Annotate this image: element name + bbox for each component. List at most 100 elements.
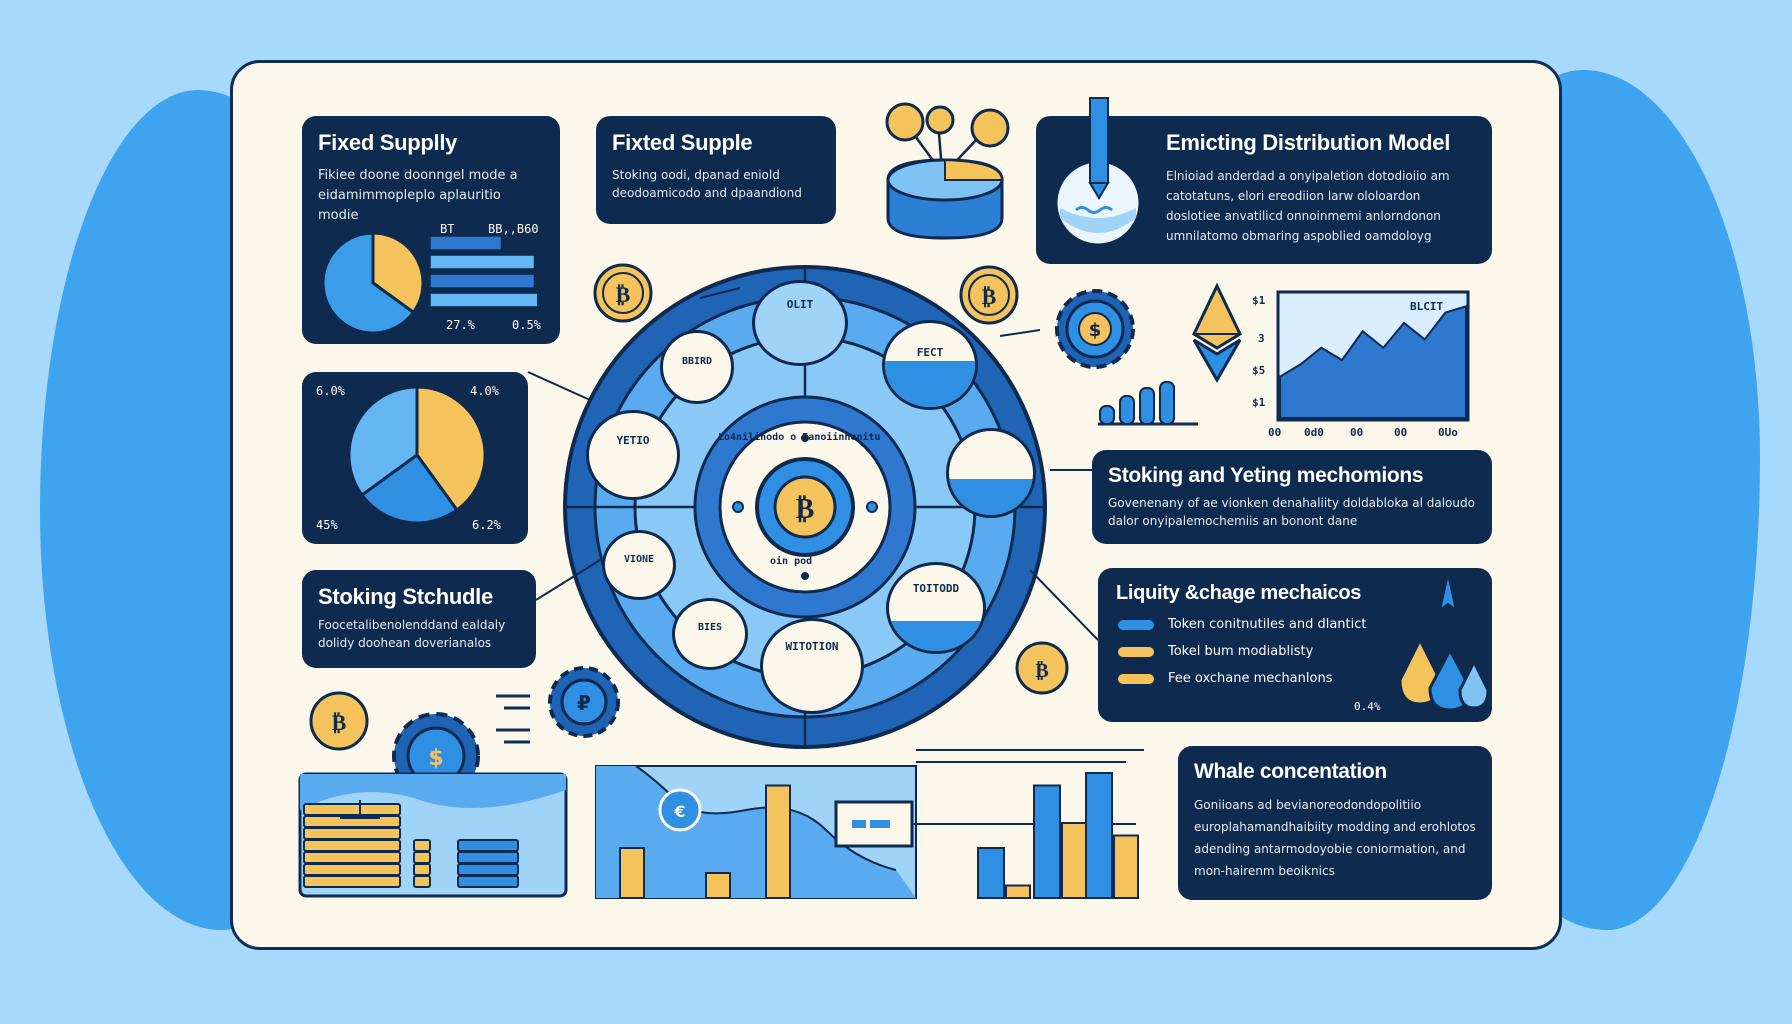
gear-dollar-icon: ₽ xyxy=(548,666,620,738)
mini-chart-x-tick: 0Uo xyxy=(1438,426,1458,439)
legend-swatch xyxy=(1116,671,1156,686)
pie-slice xyxy=(321,231,416,335)
mini-chart-x-tick: 0d0 xyxy=(1304,426,1324,439)
pie-slice xyxy=(359,452,460,525)
wheel-node-label: YETIO xyxy=(616,434,650,447)
mini-chart-x-tick: 00 xyxy=(1350,426,1364,439)
area-series xyxy=(1279,305,1467,419)
mini-chart-x-tick: 00 xyxy=(1394,426,1408,439)
mini-chart-y-tick: 3 xyxy=(1258,332,1265,345)
coin xyxy=(413,875,431,888)
wheel-node-vione: VIONE xyxy=(602,530,676,600)
bar-gold xyxy=(619,847,645,899)
pie-pct-bottom-right: 6.2% xyxy=(472,518,501,532)
stoking-schedule-title: Stoking Stchudle xyxy=(318,584,493,609)
pie-pct-top-right: 4.0% xyxy=(470,384,499,398)
hbar xyxy=(429,273,536,289)
pie-pct-bottom-left: 45% xyxy=(316,518,338,532)
svg-text:₽: ₽ xyxy=(577,691,591,715)
bar-gold xyxy=(765,784,791,899)
fixed-supply-text: Fikiee doone doonngel mode a eidamimmopl… xyxy=(318,168,518,223)
bar-gold xyxy=(1113,834,1139,899)
wheel-node-bies: BIES xyxy=(672,598,748,670)
fixed-supply-title: Fixed Supplly xyxy=(318,130,458,155)
coin xyxy=(413,851,431,864)
hbar xyxy=(429,292,539,308)
fixed-supply-bar-label-right: BB,,B60 xyxy=(488,222,539,236)
fixed-supply-bar-label-left: BT xyxy=(440,222,455,236)
bar-blue xyxy=(977,847,1005,899)
legend-swatch xyxy=(1116,617,1156,632)
liquidity-pct: 0.4% xyxy=(1354,700,1381,713)
wheel-node-label: FECT xyxy=(916,346,944,359)
coin xyxy=(303,863,401,876)
svg-text:₿: ₿ xyxy=(616,283,631,308)
wheel-node-bbird: BBIRD xyxy=(660,330,734,404)
wheel-node-label: TOITODD xyxy=(912,582,960,595)
coin xyxy=(457,863,519,876)
coin xyxy=(457,875,519,888)
liquidity-drops-icon xyxy=(1398,573,1490,712)
hbar xyxy=(429,254,536,270)
wheel-node-fill xyxy=(885,361,975,407)
wheel-node-right xyxy=(946,428,1036,518)
emicting-distribution-text: Elnioiad anderdad a onyipaletion dotodio… xyxy=(1166,169,1450,243)
staking-voting-text: Govenenany of ae vionken denahaliity dol… xyxy=(1108,496,1475,528)
token-split-icon xyxy=(885,102,1010,240)
coin xyxy=(303,875,401,888)
fixed-supply-hbars xyxy=(429,235,539,308)
fixed-supply-pct-right: 0.5% xyxy=(512,318,541,332)
wheel-node-toitodd: TOITODD xyxy=(886,562,986,654)
mini-chart-y-tick: $1 xyxy=(1252,294,1266,307)
pie-slice xyxy=(371,231,425,315)
coin xyxy=(303,827,401,840)
fixted-supple-text: Stoking oodi, dpanad eniold deodoamicodo… xyxy=(612,168,802,200)
coin xyxy=(303,803,401,816)
wheel-node-witotion: WITOTION xyxy=(760,618,864,714)
wheel-node-label: OLIT xyxy=(786,298,814,311)
hbar xyxy=(429,235,503,251)
coin xyxy=(303,851,401,864)
bar-gold xyxy=(1005,884,1031,899)
fixed-supply-pie xyxy=(321,231,425,335)
fixed-supply-pct-left: 27.% xyxy=(446,318,475,332)
mini-chart-x-tick: 00 xyxy=(1268,426,1282,439)
pie-slice xyxy=(415,385,487,513)
svg-text:₿: ₿ xyxy=(332,711,347,736)
wheel-node-label: VIONE xyxy=(623,554,655,565)
liquidity-item-label: Token conitnutiles and dlantict xyxy=(1168,617,1367,632)
whale-concentration-card: Whale concentation Goniioans ad bevianor… xyxy=(1178,746,1492,900)
pie-pct-top-left: 6.0% xyxy=(316,384,345,398)
wheel-node-label: BBIRD xyxy=(681,356,713,367)
svg-text:₿: ₿ xyxy=(796,492,815,525)
coin xyxy=(303,839,401,852)
wheel-center-bottom-text: oin pod xyxy=(770,556,813,567)
liquidity-item: Fee oxchane mechanlons xyxy=(1116,671,1476,686)
mini-chart-title: BLCIT xyxy=(1410,300,1444,313)
wheel-node-label: WITOTION xyxy=(785,640,839,653)
fixted-supple-title: Fixted Supple xyxy=(612,130,753,155)
ethereum-icon xyxy=(1192,282,1242,384)
emission-flask-icon xyxy=(1054,97,1142,247)
wheel-node-fill xyxy=(889,621,983,651)
pie-slice xyxy=(347,385,419,498)
wheel-node-yetio: YETIO xyxy=(586,410,680,500)
coin-stacks-panel xyxy=(298,772,568,898)
liquidity-item: Tokel bum modiablisty xyxy=(1116,644,1476,659)
coin xyxy=(457,839,519,852)
svg-text:€: € xyxy=(673,802,685,821)
bitcoin-coin-icon: ₿ xyxy=(959,265,1019,325)
wheel-center-ring-text: Lo4nilinodo o Ianoiinnonitu xyxy=(718,432,881,443)
legend-swatch xyxy=(1116,644,1156,659)
coin xyxy=(413,839,431,852)
liquidity-item-label: Tokel bum modiablisty xyxy=(1168,644,1314,659)
mini-chart-y-tick: $5 xyxy=(1252,364,1266,377)
svg-text:₿: ₿ xyxy=(1035,658,1048,682)
mini-area-chart xyxy=(1276,290,1470,422)
wheel-node-label: BIES xyxy=(697,622,723,633)
distribution-pie xyxy=(347,385,487,525)
whale-concentration-title: Whale concentation xyxy=(1194,760,1387,783)
gear-dollar-icon: $ xyxy=(1055,289,1135,369)
bottom-bar-chart: € xyxy=(595,749,1144,899)
